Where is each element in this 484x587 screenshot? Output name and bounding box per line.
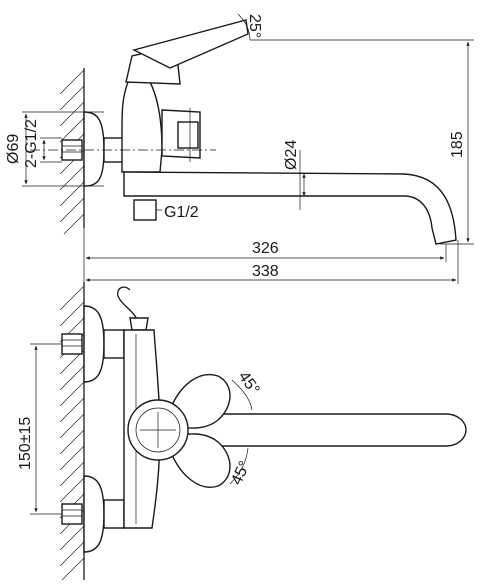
dim-326: 326 [85, 240, 447, 262]
dim-150: 150±15 [17, 343, 62, 515]
dim-d24: Ø24 [283, 140, 306, 210]
spout-top [123, 171, 457, 245]
dim-angle-45-lower: 45° [228, 447, 254, 488]
label-338: 338 [252, 263, 279, 280]
dim-g12: G1/2 [156, 204, 199, 221]
label-185: 185 [449, 131, 466, 158]
dim-338: 338 [83, 228, 459, 284]
wall-hatch-bottom [59, 282, 85, 581]
label-150: 150±15 [17, 417, 34, 470]
label-angle-25: 25° [246, 14, 263, 38]
label-326: 326 [252, 240, 279, 257]
dim-d69: Ø69 [5, 111, 104, 187]
dim-2g12: 2-G1/2 [23, 119, 62, 168]
dim-angle-25: 25° [237, 13, 263, 41]
wall-flange-lower [61, 475, 125, 553]
label-2g12: 2-G1/2 [23, 119, 40, 168]
label-g12: G1/2 [164, 204, 199, 221]
dim-angle-45-upper: 45° [231, 369, 263, 411]
shower-hook [117, 286, 149, 331]
label-angle-45-upper: 45° [235, 369, 263, 399]
mixer-body-top [121, 19, 249, 173]
wall-flange-top [61, 111, 125, 187]
front-view: 45° 45° 150±15 [17, 282, 467, 581]
dim-185: 185 [250, 39, 474, 245]
wall-flange-upper [61, 305, 125, 383]
side-view: 25° Ø69 2-G1/2 Ø24 185 [5, 13, 474, 284]
spout-front [169, 413, 467, 447]
label-angle-45-lower: 45° [228, 459, 254, 488]
label-d69: Ø69 [5, 134, 22, 164]
label-d24: Ø24 [283, 140, 300, 170]
lever-handles [127, 374, 231, 488]
